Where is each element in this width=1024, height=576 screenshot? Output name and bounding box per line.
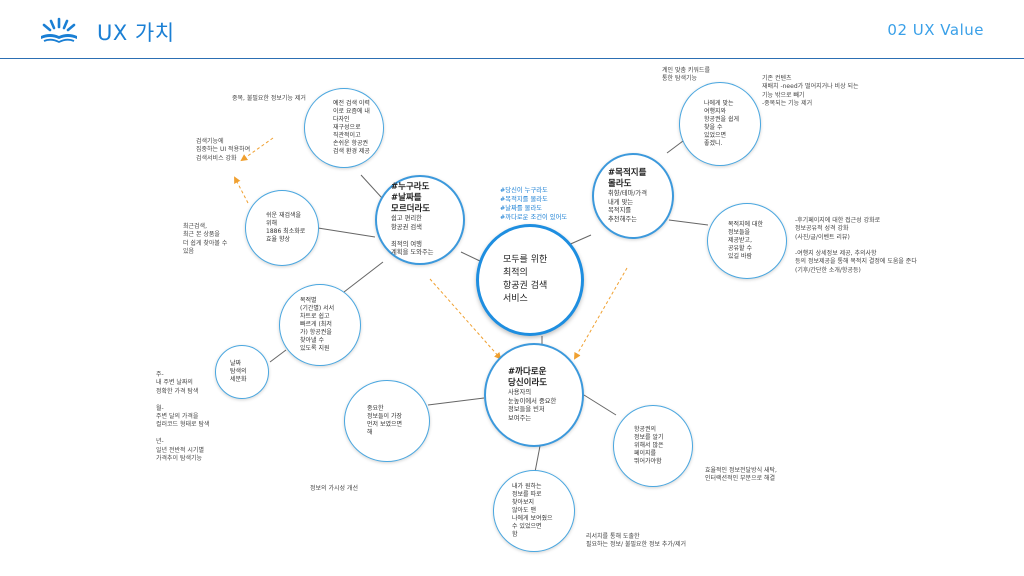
- center-text: 모두를 위한 최적의 항공권 검색 서비스: [503, 254, 548, 305]
- note-existing-content: 기존 컨텐츠 재배치 -need가 떨어지거나 비상 되는 기능 밖으로 빼기 …: [762, 75, 859, 108]
- bubble-airline-info-text: 항공권의 정보를 알기 위해서 많은 페이지를 뛰어가야함: [634, 425, 664, 466]
- bubble-important-info: 중요한 정보들이 가장 먼저 보였으면 해: [344, 380, 430, 462]
- center-hashtags: #당신이 누구라도 #목적지를 몰라도 #날짜를 몰라도 #까다로운 조건이 있…: [500, 187, 568, 222]
- section-label: 02 UX Value: [887, 21, 984, 39]
- bubble-airline-info: 항공권의 정보를 알기 위해서 많은 페이지를 뛰어가야함: [613, 405, 693, 487]
- header: UX 가치 02 UX Value: [0, 0, 1024, 60]
- note-recent-search: 최근검색, 최근 본 상품을 더 쉽게 찾아볼 수 있음: [183, 223, 228, 256]
- bubble-cheapest-chart-text: 목적별 (기간별) 서서 차트로 쉽고 빠르게 (최저 가) 항공권을 찾아낼 …: [300, 296, 335, 353]
- bubble-search-history: 예전 검색 이력 이로 요즘에 내 다자인 재구성으로 직관적이고 손쉬운 항공…: [304, 88, 384, 168]
- note-research: 리서치를 통해 도출한 필요하는 정보/ 불필요한 정보 추가/제거: [586, 533, 686, 549]
- note-search-focus: 검색기능에 집중하는 UI 적용하여 검색서비스 강화: [196, 138, 251, 162]
- hub-picky: #까다로운 당신이라도 사용자의 눈높이에서 중요한 정보들을 빈저 보여주는: [484, 343, 584, 447]
- note-destination-review: -후기페이지에 대한 접근성 강화로 정보공유적 성격 강화 (사진/글/이벤트…: [795, 217, 881, 241]
- note-visibility: 정보의 가시성 개선: [310, 485, 358, 492]
- bubble-filter-info-text: 내가 원하는 정보를 따로 찾아보지 않아도 맨 나에게 보여줬으 수 있었으면…: [512, 482, 553, 539]
- hub-anyone-text: 쉽고 편리한 항공권 검색 최적의 여행 계획을 도와주는: [391, 215, 434, 257]
- hub-picky-title: #까다로운 당신이라도: [508, 366, 548, 388]
- hub-destination: #목적지를 몰라도 취향/테마/가격 내게 맞는 목적지를 추천해주는: [592, 153, 674, 239]
- hub-picky-text: 사용자의 눈높이에서 중요한 정보들을 빈저 보여주는: [508, 389, 557, 422]
- bubble-search-history-text: 예전 검색 이력 이로 요즘에 내 다자인 재구성으로 직관적이고 손쉬운 항공…: [333, 99, 370, 156]
- bubble-date-flex-text: 날짜 탐색의 세분화: [230, 359, 247, 384]
- hub-destination-title: #목적지를 몰라도: [608, 167, 647, 189]
- sunrise-book-logo-icon: [41, 17, 77, 44]
- bubble-recent-search: 쉬운 재검색을 위해 1886 최소화로 효율 향상: [245, 190, 319, 266]
- header-divider: [0, 58, 1024, 59]
- note-keyword-search: 계인 맞춤 키워드를 통한 탐색기능: [662, 67, 710, 83]
- note-duplicate-info: 중복, 불필요한 정보기능 제거: [232, 95, 306, 102]
- bubble-recent-search-text: 쉬운 재검색을 위해 1886 최소화로 효율 향상: [266, 211, 306, 244]
- center-bubble: 모두를 위한 최적의 항공권 검색 서비스: [476, 224, 584, 336]
- hub-anyone: #누구라도 #날짜를 모르더라도 쉽고 편리한 항공권 검색 최적의 여행 계획…: [375, 175, 465, 265]
- note-date-exploration: 주- 내 주변 날짜의 정확한 가격 탐색 월- 주변 달의 가격을 컬러코드 …: [156, 371, 210, 462]
- bubble-fit-destination-text: 나에게 맞는 여행지와 항공권을 쉽게 찾을 수 있었으면 좋겠니.: [704, 99, 740, 148]
- note-destination-detail: -여행지 상세정보 제공, 추의사항 등의 정보제공을 통해 목적지 결정에 도…: [795, 250, 917, 274]
- bubble-fit-destination: 나에게 맞는 여행지와 항공권을 쉽게 찾을 수 있었으면 좋겠니.: [679, 82, 761, 166]
- flow-arrows: [234, 137, 628, 360]
- page-title: UX 가치: [97, 21, 175, 45]
- bubble-destination-info-text: 목적지에 대한 정보들을 제공받고, 공유할 수 있길 바람: [728, 220, 764, 261]
- bubble-important-info-text: 중요한 정보들이 가장 먼저 보였으면 해: [367, 404, 403, 437]
- bubble-destination-info: 목적지에 대한 정보들을 제공받고, 공유할 수 있길 바람: [707, 203, 787, 279]
- note-airline-delivery: 효율적인 정보전달방식 새탁, 인터랙션적인 부분으로 해결: [705, 467, 777, 483]
- bubble-filter-info: 내가 원하는 정보를 따로 찾아보지 않아도 맨 나에게 보여줬으 수 있었으면…: [493, 470, 575, 552]
- hub-destination-text: 취향/테마/가격 내게 맞는 목적지를 추천해주는: [608, 190, 648, 223]
- bubble-cheapest-chart: 목적별 (기간별) 서서 차트로 쉽고 빠르게 (최저 가) 항공권을 찾아낼 …: [279, 284, 361, 366]
- bubble-date-flex: 날짜 탐색의 세분화: [215, 345, 269, 399]
- hub-anyone-title: #누구라도 #날짜를 모르더라도: [391, 182, 431, 215]
